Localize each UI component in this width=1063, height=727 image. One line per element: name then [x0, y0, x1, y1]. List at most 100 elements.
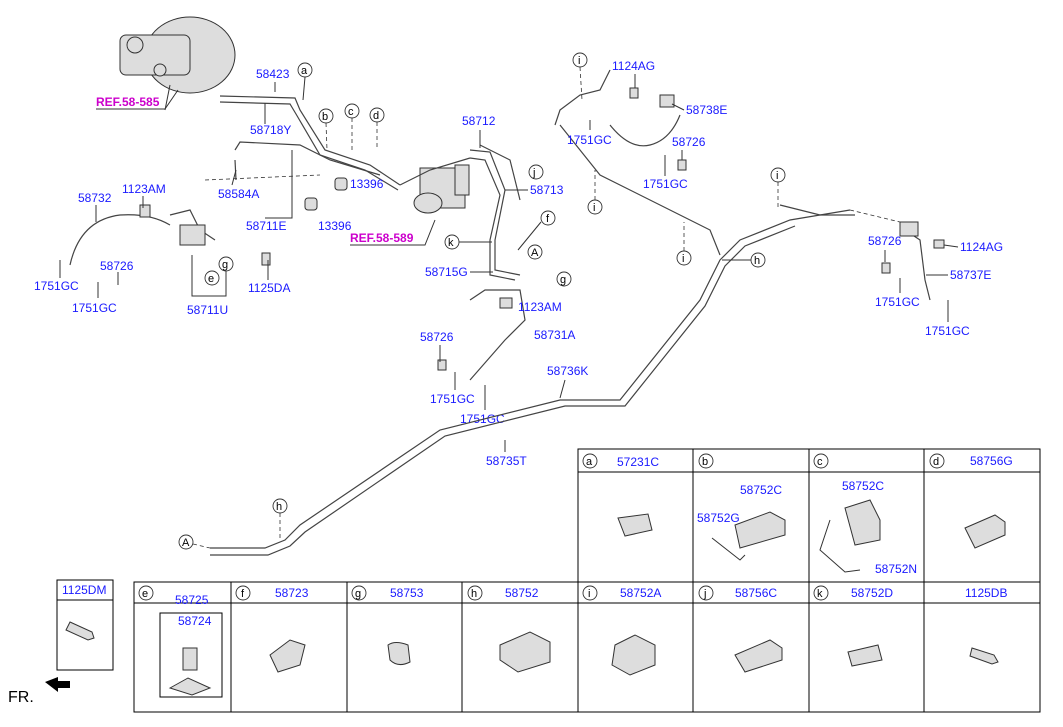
cell-d-part: 58756G	[970, 454, 1013, 468]
ref-hecu[interactable]: REF.58-589	[350, 231, 414, 245]
cell-k-part: 58752D	[851, 586, 893, 600]
marker-h-right-label: h	[754, 255, 760, 267]
callout-58726-d: 58726	[868, 234, 902, 248]
marker-c-label: c	[348, 106, 354, 118]
callout-58713: 58713	[530, 183, 564, 197]
marker-i-1-label: i	[578, 55, 580, 67]
rear-right-hose	[881, 221, 945, 301]
marker-j	[528, 164, 544, 180]
marker-i-3-label: i	[682, 253, 684, 265]
cell-d-letter: d	[933, 456, 939, 468]
cell-1125dm-part: 1125DM	[62, 583, 106, 597]
marker-A-center	[527, 244, 543, 260]
callout-1124AG-a: 1124AG	[612, 59, 655, 73]
marker-A-left-label: A	[182, 537, 190, 549]
cell-h-marker	[467, 585, 483, 601]
brake-pipes-center	[399, 144, 521, 281]
cell-e-sub: 58724	[178, 614, 212, 628]
cell-1125db-part: 1125DB	[965, 586, 1007, 600]
front-arrow-icon	[45, 677, 70, 692]
clip-58752-icon	[499, 631, 551, 673]
cell-g-part: 58753	[390, 586, 424, 600]
grommet-13396-b	[304, 197, 318, 211]
marker-f-label: f	[546, 213, 550, 225]
clip-58752n-icon	[844, 499, 881, 546]
cell-i-part: 58752A	[620, 586, 661, 600]
marker-h-left-label: h	[276, 501, 282, 513]
ref-master-cylinder[interactable]: REF.58-585	[96, 95, 160, 109]
cell-k-marker	[813, 585, 829, 601]
cell-d: d 58756G	[929, 453, 1013, 549]
callout-58423: 58423	[256, 67, 290, 81]
cell-j-marker	[698, 585, 714, 601]
front-direction-label: FR.	[8, 689, 34, 706]
callout-1124AG-b: 1124AG	[960, 240, 1003, 254]
cell-g-marker	[351, 585, 367, 601]
bolt-1125dm-icon	[65, 621, 95, 641]
cell-b-sub0: 58752C	[740, 483, 782, 497]
cell-f-letter: f	[241, 588, 245, 600]
bolt-1125db-icon	[969, 647, 999, 665]
callout-13396-b: 13396	[318, 219, 352, 233]
callout-1123AM-b: 1123AM	[518, 300, 562, 314]
rear-right-upper-hose	[609, 87, 687, 171]
callout-58726-b: 58726	[420, 330, 454, 344]
marker-g-center	[556, 271, 572, 287]
callout-58726-c: 58726	[672, 135, 706, 149]
marker-a-label: a	[301, 65, 308, 77]
callout-1751GC-a: 1751GC	[34, 279, 79, 293]
cell-c: c 58752C 58752N	[813, 453, 917, 576]
marker-i-2-label: i	[593, 202, 595, 214]
clip-58752c-icon	[734, 511, 786, 549]
main-brake-pipe	[210, 69, 855, 556]
marker-e	[204, 270, 220, 286]
callout-1751GC-g: 1751GC	[875, 295, 920, 309]
callout-58726-a: 58726	[100, 259, 134, 273]
cell-a: a 57231C	[582, 453, 659, 537]
grommet-13396	[334, 177, 348, 191]
callout-58712: 58712	[462, 114, 496, 128]
marker-i-4-label: i	[776, 170, 778, 182]
callout-58736K: 58736K	[547, 364, 588, 378]
cell-j-letter: j	[703, 588, 706, 600]
callout-58711U: 58711U	[187, 303, 228, 317]
cell-b-sub1: 58752G	[697, 511, 740, 525]
cell-g-letter: g	[355, 588, 361, 600]
callout-58738E: 58738E	[686, 103, 727, 117]
callout-1751GC-h: 1751GC	[925, 324, 970, 338]
callout-58732: 58732	[78, 191, 112, 205]
callout-58737E: 58737E	[950, 268, 991, 282]
cell-h-letter: h	[471, 588, 477, 600]
marker-k-label: k	[448, 237, 454, 249]
bleeder-58724-icon	[182, 647, 198, 671]
callout-58711E: 58711E	[246, 219, 286, 233]
marker-A-center-label: A	[531, 247, 539, 259]
marker-e-label: e	[208, 273, 214, 285]
clip-58752d-icon	[847, 644, 883, 667]
cell-e-letter: e	[142, 588, 148, 600]
cell-j-part: 58756C	[735, 586, 777, 600]
marker-j-label: j	[532, 167, 535, 179]
cell-i-marker	[582, 585, 598, 601]
clip-57231c-icon	[617, 513, 653, 537]
callout-1751GC-e: 1751GC	[567, 133, 612, 147]
front-left-hose	[69, 204, 271, 266]
cell-f-marker	[235, 585, 251, 601]
cell-i-letter: i	[588, 588, 590, 600]
cell-k-letter: k	[817, 588, 823, 600]
marker-A-left	[178, 534, 194, 550]
cell-f-part: 58723	[275, 586, 309, 600]
hecu-module	[413, 164, 470, 214]
callout-58715G: 58715G	[425, 265, 468, 279]
callout-58735T: 58735T	[486, 454, 527, 468]
clip-58723-icon	[269, 639, 306, 673]
marker-d-label: d	[373, 110, 379, 122]
callout-1123AM-a: 1123AM	[122, 182, 166, 196]
cell-a-part: 57231C	[617, 455, 659, 469]
marker-g-left-label: g	[222, 259, 228, 271]
callout-1751GC-f: 1751GC	[643, 177, 688, 191]
clip-58753-icon	[387, 642, 411, 666]
cell-b: b 58752C 58752G	[697, 453, 786, 561]
cell-c-letter: c	[817, 456, 823, 468]
